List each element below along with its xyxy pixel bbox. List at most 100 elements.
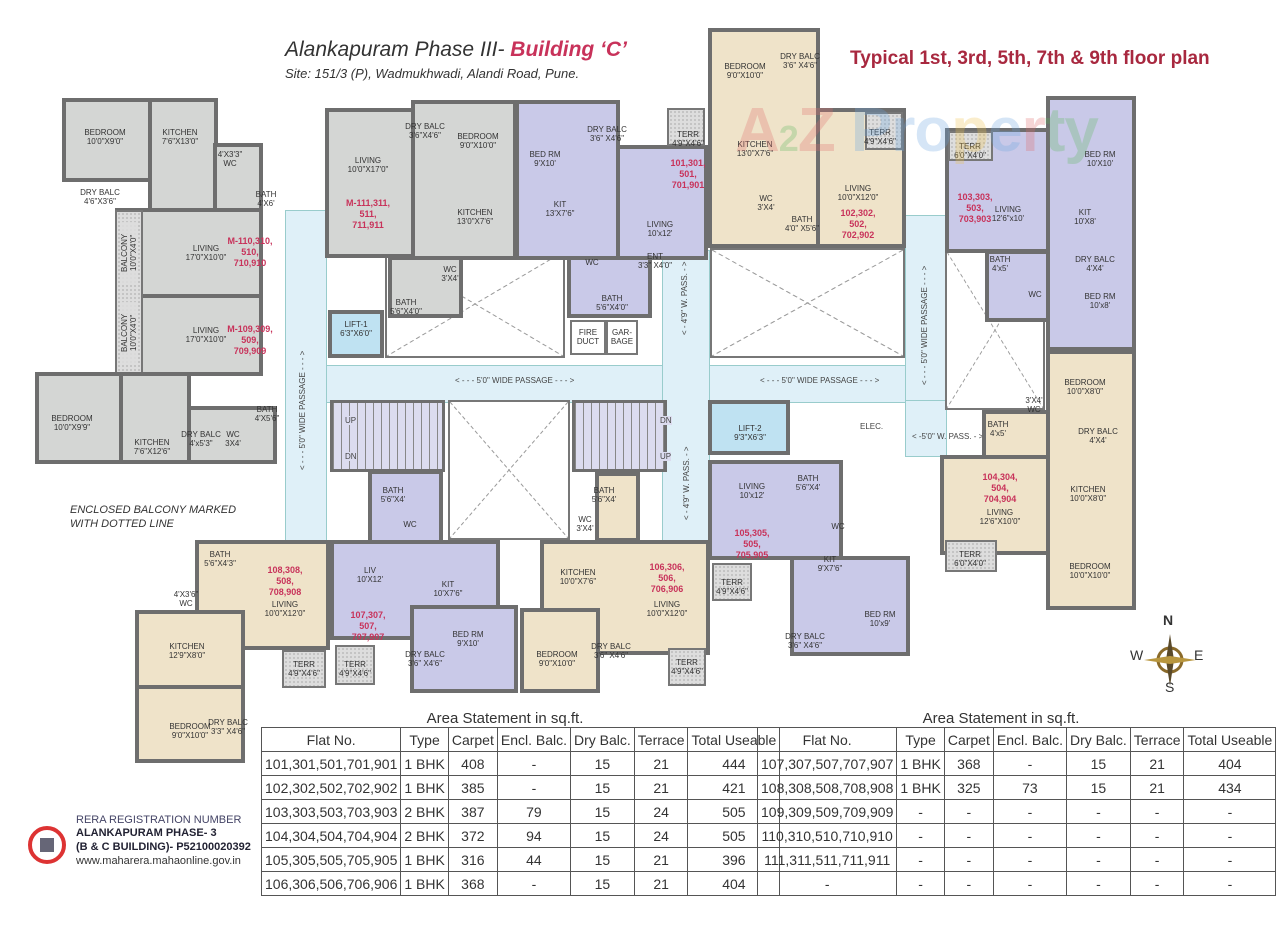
table-cell: -: [1129, 823, 1185, 848]
room: [985, 250, 1050, 322]
table-cell: 387: [447, 799, 498, 824]
table-cell: 15: [1066, 751, 1131, 776]
table-cell: -: [1066, 799, 1131, 824]
table-cell: -: [496, 871, 572, 896]
room: [388, 256, 463, 318]
table-cell: 1 BHK: [400, 871, 449, 896]
table-cell: 368: [943, 751, 994, 776]
fire-duct-label: FIRE DUCT: [576, 328, 600, 346]
unit-label: 108,308,508,708,908: [267, 565, 303, 597]
table-cell: 105,305,505,705,905: [260, 847, 402, 872]
lift-1: [328, 310, 384, 358]
table-cell: 102,302,502,702,902: [260, 775, 402, 800]
project-title: Alankapuram Phase III- Building ‘C’: [285, 38, 627, 61]
table-cell: 73: [992, 775, 1068, 800]
table-cell: -: [943, 799, 994, 824]
table-caption: Area Statement in sq.ft.: [426, 710, 584, 727]
room: [616, 145, 708, 260]
table-cell: 104,304,504,704,904: [260, 823, 402, 848]
lift-2: [708, 400, 790, 455]
terrace: [945, 540, 997, 572]
table-cell: -: [496, 775, 572, 800]
column-header: Carpet: [943, 727, 994, 752]
unit-label: M-111,311,511,711,911: [345, 198, 391, 230]
room-label: 4'X3'3"WC: [217, 150, 243, 168]
table-cell: 1 BHK: [400, 847, 449, 872]
table-cell: 1 BHK: [400, 775, 449, 800]
unit-label: M-109,309,509,709,909: [227, 324, 273, 356]
table-cell: -: [896, 847, 945, 872]
compass-east: E: [1194, 647, 1204, 663]
table-cell: 24: [633, 799, 689, 824]
right-short-passage: [905, 400, 947, 457]
rera-heading: RERA REGISTRATION NUMBER: [76, 814, 242, 826]
compass-west: W: [1130, 647, 1144, 663]
rera-website: www.maharera.mahaonline.gov.in: [76, 855, 241, 867]
stair-up-label: UP: [660, 452, 672, 461]
table-cell: 103,303,503,703,903: [260, 799, 402, 824]
table-cell: -: [1129, 799, 1185, 824]
table-cell: -: [896, 823, 945, 848]
passage-label: < -5'0" W. PASS. - >: [912, 432, 984, 441]
table-cell: -: [1066, 823, 1131, 848]
terrace: [335, 645, 375, 685]
unit-label: 101,301,501,701,901: [670, 158, 706, 190]
compass-south: S: [1165, 679, 1175, 695]
terrace: [282, 650, 326, 688]
table-cell: 15: [570, 751, 635, 776]
table-row: 110,310,510,710,910------: [756, 823, 1277, 848]
site-address: Site: 151/3 (P), Wadmukhwadi, Alandi Roa…: [285, 66, 580, 81]
room: [1046, 96, 1136, 351]
column-header: Terrace: [633, 727, 689, 752]
table-cell: 79: [496, 799, 572, 824]
horizontal-passage: [285, 365, 947, 403]
table-row: 109,309,509,709,909------: [756, 799, 1277, 824]
terrace: [712, 563, 752, 601]
garbage-duct: [606, 320, 638, 355]
table-cell: 24: [633, 823, 689, 848]
table-cell: -: [1183, 823, 1277, 848]
staircase: [572, 400, 667, 472]
table-cell: -: [1066, 847, 1131, 872]
compass-north: N: [1163, 612, 1174, 628]
table-cell: -: [896, 871, 945, 896]
column-header: Terrace: [1129, 727, 1185, 752]
open-duct: [448, 400, 570, 540]
table-cell: -: [756, 871, 898, 896]
table-cell: 1 BHK: [400, 751, 449, 776]
room: [35, 372, 123, 464]
table-cell: 108,308,508,708,908: [756, 775, 898, 800]
table-cell: -: [896, 799, 945, 824]
table-cell: -: [496, 751, 572, 776]
table-cell: 44: [496, 847, 572, 872]
passage-label: < - - - 5'0" WIDE PASSAGE - - - >: [760, 376, 880, 385]
table-cell: 368: [447, 871, 498, 896]
room-label: WC: [585, 258, 599, 267]
